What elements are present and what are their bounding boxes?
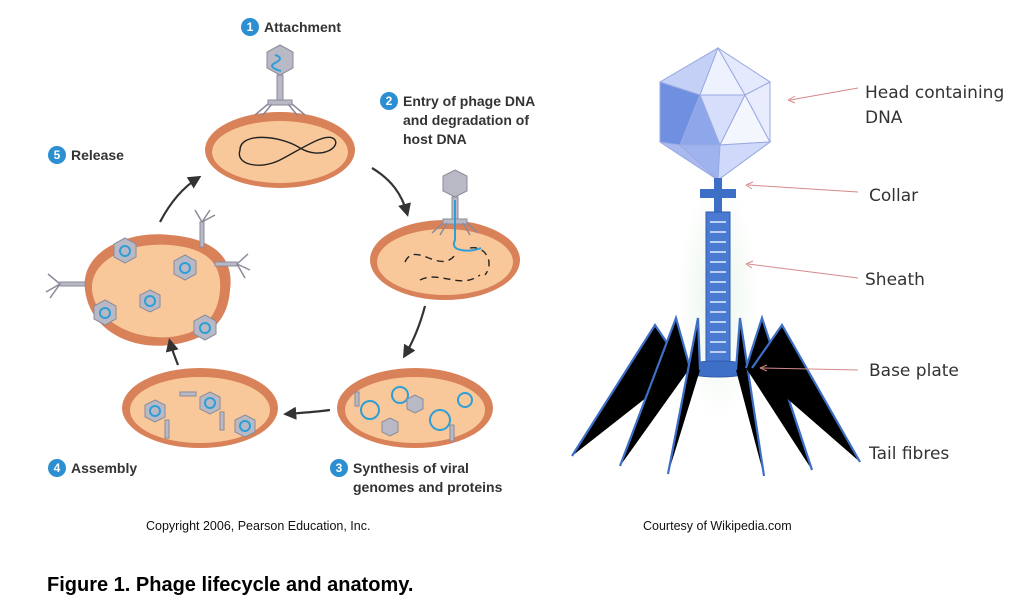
- cell-entry: [370, 169, 520, 300]
- anatomy-diagram: Head containing DNA Collar Sheath Base p…: [571, 46, 1004, 533]
- step-2-label-line2: and degradation of: [403, 112, 529, 128]
- step-3-number: 3: [336, 461, 343, 475]
- step-5-label: Release: [71, 147, 124, 163]
- step-4-badge: [48, 459, 66, 477]
- step-2-label-line1: Entry of phage DNA: [403, 93, 535, 109]
- step-1-number: 1: [247, 20, 254, 34]
- label-head-line1: Head containing: [865, 83, 1004, 103]
- assembled-phages: [144, 391, 256, 439]
- anatomy-pointers: [745, 87, 859, 372]
- label-tail-fibres: Tail fibres: [868, 444, 949, 464]
- step-3: 3 Synthesis of viral genomes and protein…: [330, 459, 503, 495]
- cycle-arrow-3-4: [283, 406, 331, 420]
- cell-release: [45, 209, 251, 346]
- step-4-number: 4: [54, 461, 61, 475]
- cycle-arrow-4-5: [165, 338, 180, 366]
- phage-tail-fibres-icon: [571, 314, 861, 477]
- label-collar: Collar: [869, 186, 918, 206]
- step-4: 4 Assembly: [48, 459, 137, 477]
- phage-head-icon: [658, 46, 772, 182]
- step-4-label: Assembly: [71, 460, 137, 476]
- phage-sheath-icon: [705, 211, 731, 365]
- step-2: 2 Entry of phage DNA and degradation of …: [380, 92, 535, 147]
- step-1-label: Attachment: [264, 19, 341, 35]
- step-5-badge: [48, 146, 66, 164]
- step-3-label-line1: Synthesis of viral: [353, 460, 469, 476]
- step-2-number: 2: [386, 94, 393, 108]
- cycle-arrow-1-2: [371, 167, 411, 217]
- step-3-label-line2: genomes and proteins: [353, 479, 503, 495]
- step-5: 5 Release: [48, 146, 124, 164]
- cell-assembly: [122, 368, 278, 448]
- step-2-badge: [380, 92, 398, 110]
- phage-injecting-icon: [431, 169, 482, 252]
- synthesis-parts: [354, 386, 473, 442]
- cell-synthesis: [337, 368, 493, 448]
- step-2-label-line3: host DNA: [403, 131, 467, 147]
- cell-attachment: [205, 44, 355, 188]
- lifecycle-credit: Copyright 2006, Pearson Education, Inc.: [146, 519, 370, 533]
- lifecycle-diagram: 1 Attachment 2 Entry of phage DNA and de…: [45, 18, 535, 533]
- step-3-badge: [330, 459, 348, 477]
- phage-attaching-icon: [254, 44, 306, 117]
- phage-collar-icon: [700, 178, 736, 212]
- figure-caption: Figure 1. Phage lifecycle and anatomy.: [47, 574, 413, 596]
- label-head-line2: DNA: [865, 108, 903, 128]
- released-phages: [45, 209, 251, 341]
- cycle-arrow-2-3: [402, 305, 427, 359]
- step-5-number: 5: [54, 148, 61, 162]
- label-base-plate: Base plate: [869, 361, 959, 381]
- anatomy-credit: Courtesy of Wikipedia.com: [643, 519, 792, 533]
- label-sheath: Sheath: [865, 270, 925, 290]
- cycle-arrow-5-1: [159, 175, 202, 223]
- step-1-badge: [241, 18, 259, 36]
- host-dna-loop: [238, 136, 337, 166]
- step-1: 1 Attachment: [241, 18, 341, 36]
